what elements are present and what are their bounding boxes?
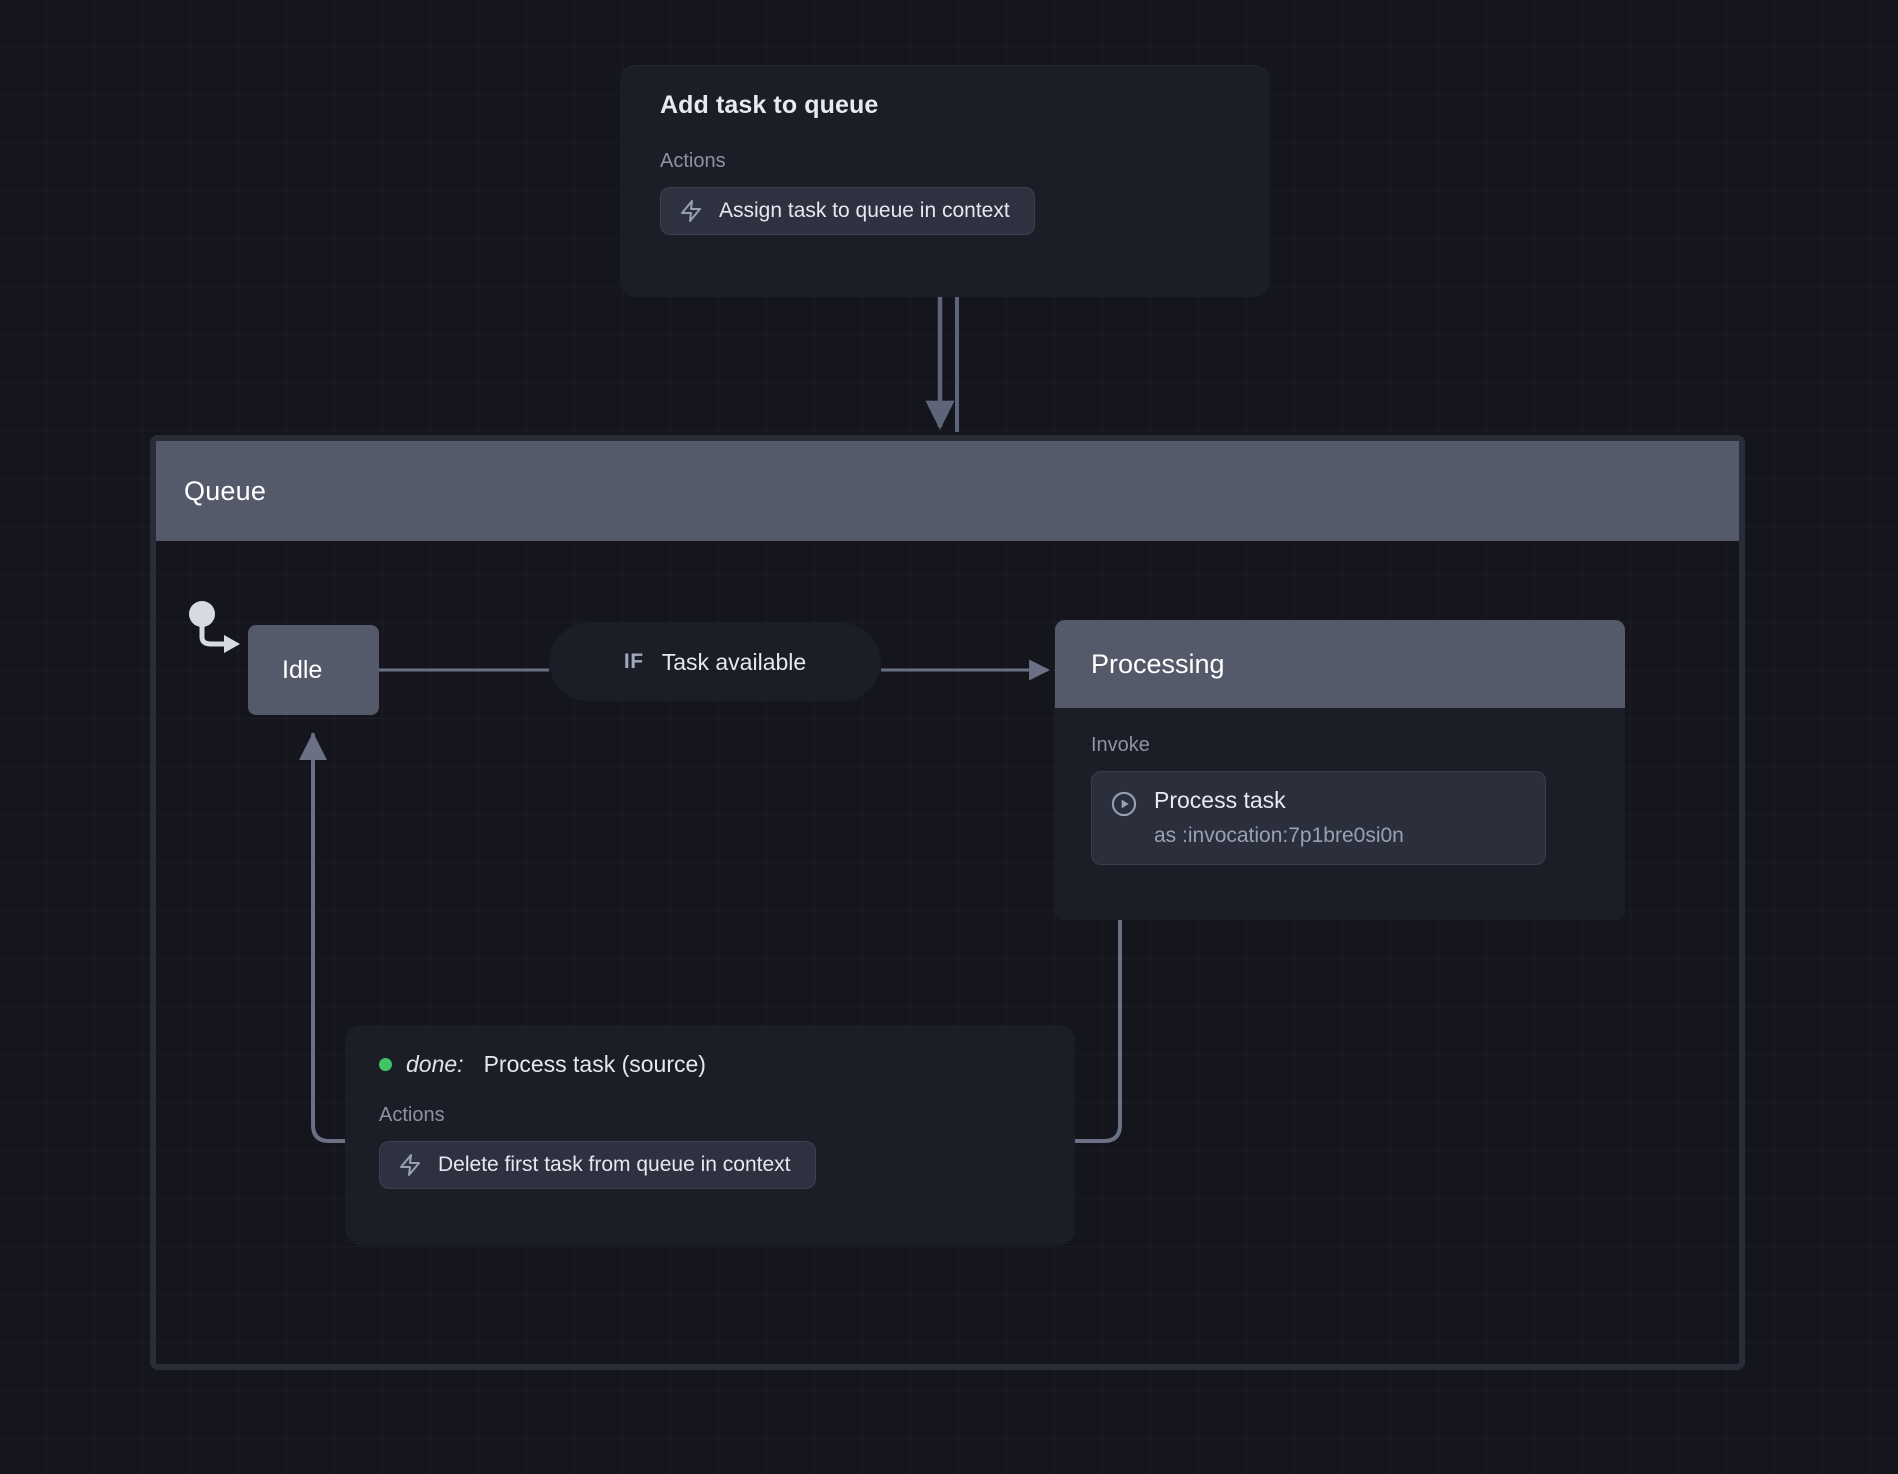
invoke-name: Process task	[1154, 787, 1286, 813]
event-node-add-task-to-queue[interactable]: Add task to queue Actions Assign task to…	[620, 65, 1270, 297]
action-chip-label: Delete first task from queue in context	[438, 1153, 791, 1176]
state-node-header: Processing	[1055, 620, 1625, 708]
transition-actions-label: Actions	[379, 1104, 445, 1126]
transition-event: done:	[406, 1051, 464, 1077]
action-chip-assign-task[interactable]: Assign task to queue in context	[660, 187, 1035, 235]
guard-condition: Task available	[661, 648, 807, 675]
zap-icon	[681, 200, 701, 222]
action-chip-label: Assign task to queue in context	[719, 199, 1010, 222]
guard-node-task-available[interactable]: IF Task available	[549, 623, 881, 701]
transition-node-done[interactable]: done: Process task (source) Actions Dele…	[345, 1025, 1075, 1245]
state-node-body: Invoke Process task as :invocation:7p1br…	[1055, 734, 1625, 865]
initial-state-marker	[189, 601, 240, 653]
action-chip-delete-first-task[interactable]: Delete first task from queue in context	[379, 1141, 816, 1189]
play-circle-icon	[1111, 791, 1137, 817]
transition-source: Process task (source)	[483, 1051, 706, 1077]
state-node-processing[interactable]: Processing Invoke Process task as :invoc…	[1055, 620, 1625, 920]
invoke-label: Invoke	[1091, 734, 1150, 756]
machine-header: Queue	[156, 441, 1739, 541]
state-node-idle[interactable]: Idle	[248, 625, 379, 715]
transition-header: done: Process task (source)	[379, 1051, 1041, 1078]
machine-container-queue[interactable]: Queue	[150, 435, 1745, 1370]
state-node-title: Idle	[282, 655, 323, 684]
status-dot-icon	[379, 1058, 392, 1071]
event-node-actions-label: Actions	[660, 150, 726, 172]
event-node-title: Add task to queue	[660, 91, 879, 119]
zap-icon	[400, 1154, 420, 1176]
invoke-chip-process-task[interactable]: Process task as :invocation:7p1bre0si0n	[1091, 771, 1546, 865]
edge-event-to-machine	[925, 297, 959, 432]
machine-title: Queue	[184, 475, 267, 506]
state-node-title: Processing	[1091, 648, 1225, 679]
guard-keyword: IF	[623, 650, 644, 673]
invoke-id: as :invocation:7p1bre0si0n	[1154, 823, 1404, 847]
